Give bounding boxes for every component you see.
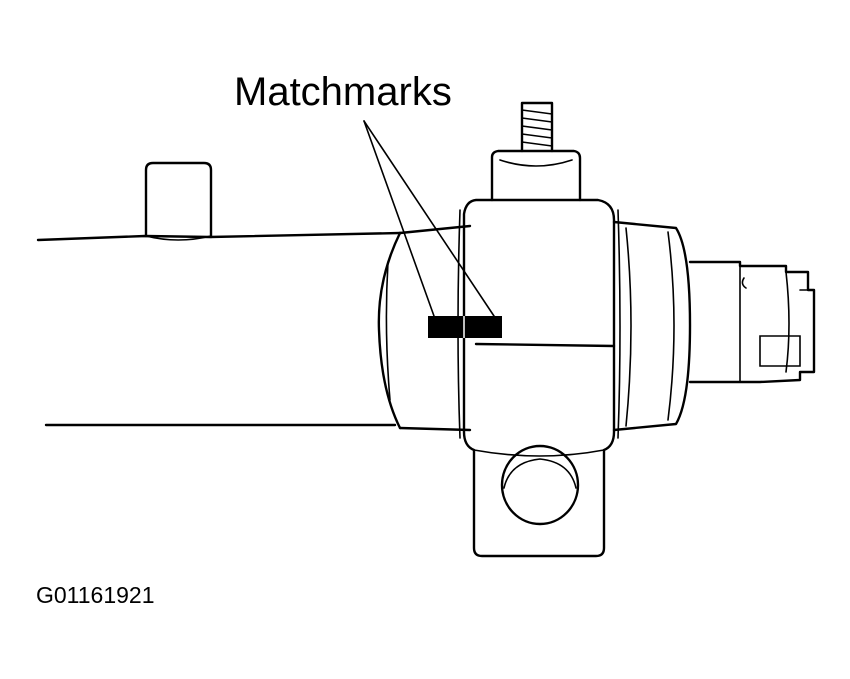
- boot-section: [377, 224, 472, 432]
- pinion-housing: [688, 260, 816, 384]
- housing-boss: [144, 161, 213, 241]
- stud-bolt: [490, 101, 582, 202]
- matchmark-block: [428, 316, 502, 338]
- rack-housing: [36, 231, 402, 427]
- matchmarks-callout-label: Matchmarks: [234, 70, 452, 114]
- figure-id: G01161921: [36, 582, 155, 608]
- clamp-bracket: [457, 198, 621, 558]
- callout-leaders: [363, 120, 495, 317]
- collar-ring: [612, 220, 692, 432]
